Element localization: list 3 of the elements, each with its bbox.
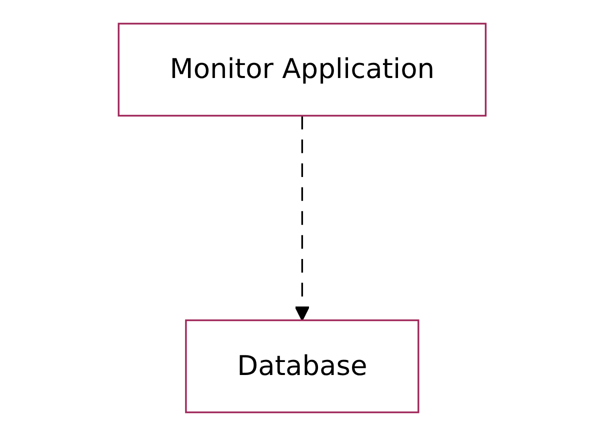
arrow bbox=[295, 116, 310, 321]
node-box: Monitor Application bbox=[118, 22, 487, 117]
node-box: Database bbox=[185, 319, 420, 414]
